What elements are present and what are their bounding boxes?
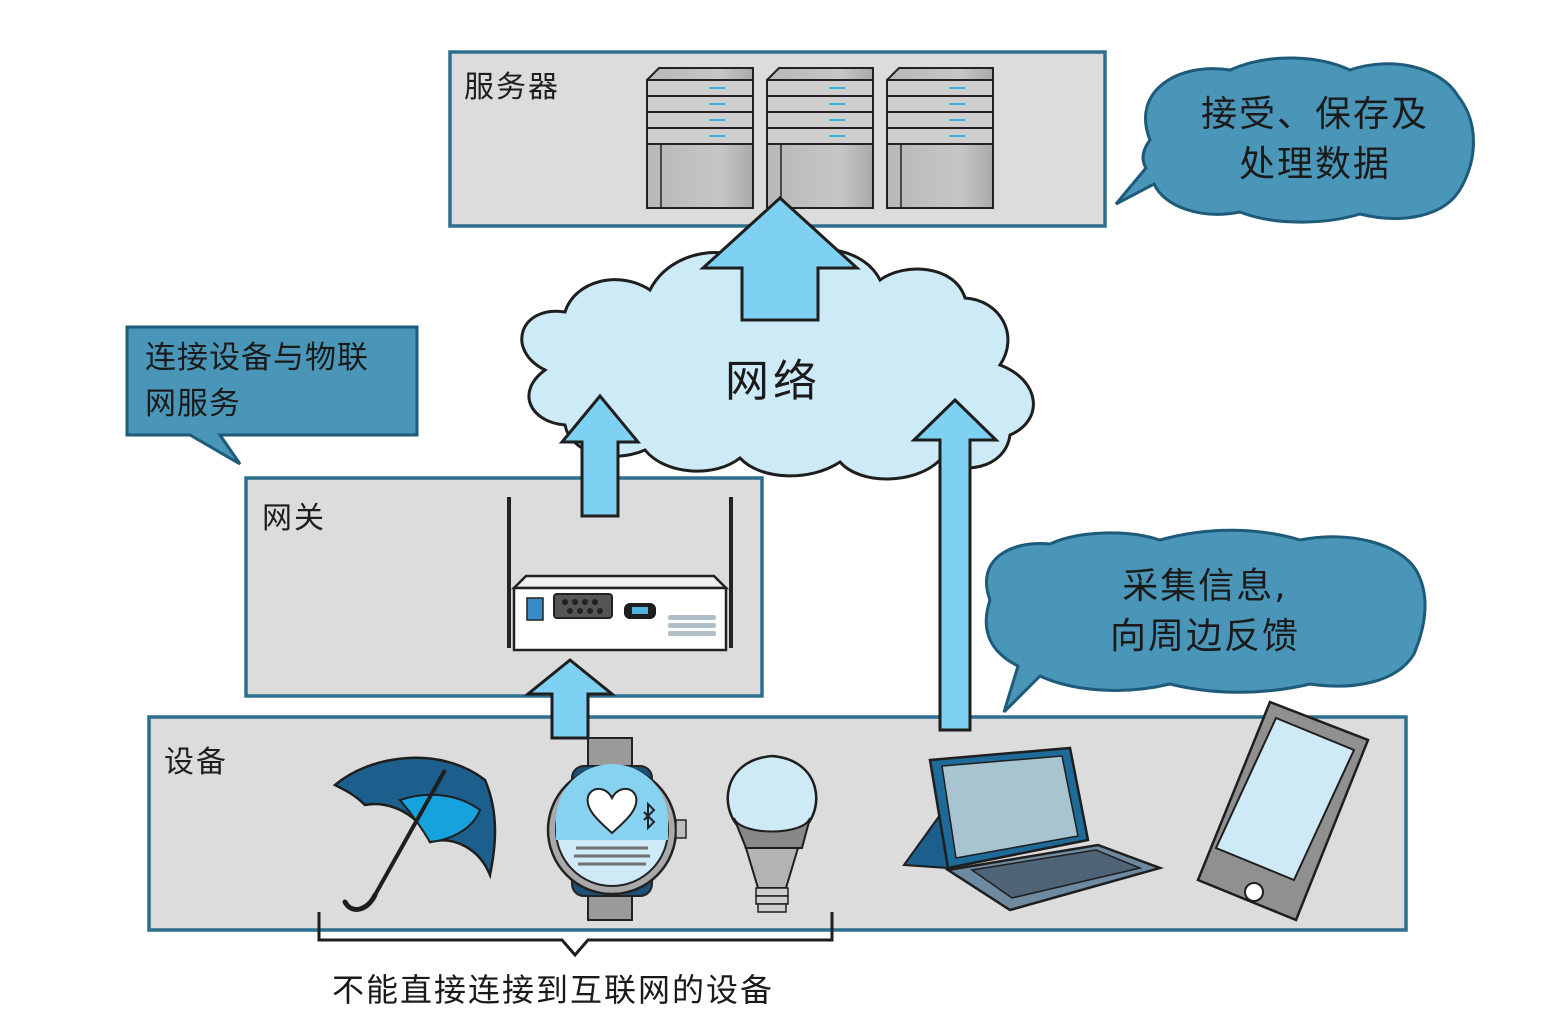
device-bubble-line-2: 向周边反馈 <box>1109 616 1300 657</box>
smartphone-icon <box>1196 700 1370 922</box>
server-bubble-line-1: 接受、保存及 <box>1200 94 1429 135</box>
server-rack-icon <box>646 67 994 209</box>
umbrella-icon <box>332 756 497 912</box>
arrow-cloud-to-server <box>699 195 861 322</box>
gateway-note-text: 连接设备与物联 网服务 <box>145 335 369 427</box>
light-bulb-icon <box>726 754 818 913</box>
device-speech-bubble <box>984 528 1427 714</box>
server-box-label: 服务器 <box>464 70 560 105</box>
constrained-devices-caption: 不能直接连接到互联网的设备 <box>332 971 775 1009</box>
server-speech-bubble <box>1114 56 1475 224</box>
gateway-note-line-1: 连接设备与物联 <box>145 340 369 376</box>
device-bubble-line-1: 采集信息, <box>1122 566 1288 607</box>
arrow-gateway-to-cloud <box>558 393 642 518</box>
gateway-note-callout <box>125 325 419 466</box>
smartwatch-icon <box>546 737 687 921</box>
network-label: 网络 <box>725 356 821 407</box>
server-bubble-line-2: 处理数据 <box>1238 144 1391 185</box>
router-icon <box>507 497 733 652</box>
gateway-note-line-2: 网服务 <box>145 386 241 422</box>
gateway-box-label: 网关 <box>262 501 326 536</box>
server-bubble-text: 接受、保存及 处理数据 <box>1165 90 1465 190</box>
arrow-tablet-to-cloud <box>910 397 1000 732</box>
arrow-watch-to-gateway <box>523 658 617 740</box>
tablet-keyboard-icon <box>902 746 1165 912</box>
constrained-devices-bracket <box>317 912 834 958</box>
network-cloud <box>520 247 1035 481</box>
devices-box-label: 设备 <box>164 745 228 780</box>
device-bubble-text: 采集信息, 向周边反馈 <box>1040 562 1370 662</box>
